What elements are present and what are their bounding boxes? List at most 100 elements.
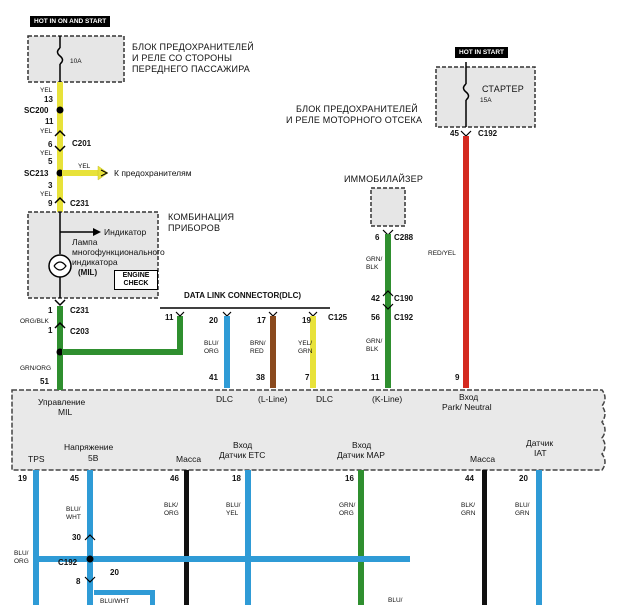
ecm-l-line: (L-Line) xyxy=(258,394,288,404)
wire-blu-wht-2: WHT xyxy=(66,514,81,521)
c192-starter-connector-icon xyxy=(460,130,472,137)
ecm-pin-45: 45 xyxy=(70,474,79,483)
tag-hot-on-start: HOT IN ON AND START xyxy=(30,16,111,27)
passenger-fuse-box xyxy=(27,35,125,83)
pin-6: 6 xyxy=(48,140,53,149)
c231-connector-icon xyxy=(54,196,66,204)
branch-yellow-wire xyxy=(62,170,100,176)
wire-blk-grn-1: BLK/ xyxy=(461,502,476,509)
ecm-voltage-1: Напряжение xyxy=(64,442,114,452)
wire-yel-4: YEL xyxy=(40,191,53,198)
ecm-pin-11: 11 xyxy=(371,373,380,382)
pin-3: 3 xyxy=(48,181,53,190)
ecm-map-input-2: Датчик MAP xyxy=(337,450,385,460)
wire-yel-1: YEL xyxy=(40,87,53,94)
splice-left-green xyxy=(56,348,64,356)
engine-check-badge: ENGINE CHECK xyxy=(114,270,158,290)
left-yellow-wire xyxy=(57,82,63,212)
c203-connector-icon xyxy=(54,321,66,329)
to-fuses-label: К предохранителям xyxy=(114,168,192,178)
lamp-label-3: индикатора xyxy=(72,257,118,267)
starter-wire: RED/YEL xyxy=(428,250,456,257)
c203-label: C203 xyxy=(70,327,90,336)
engine-fuse-icon xyxy=(462,83,470,101)
ecm-pin-46: 46 xyxy=(170,474,179,483)
cluster-label-2: ПРИБОРОВ xyxy=(168,223,221,233)
immobilizer-pin-42: 42 xyxy=(371,294,380,303)
blu-wht-lower-wire xyxy=(94,590,154,595)
lamp-label-2: многофункционального xyxy=(72,247,165,257)
splice-sc213 xyxy=(56,169,64,177)
indicator-label: Индикатор xyxy=(104,227,147,237)
splice-sc200-label: SC200 xyxy=(24,106,49,115)
ecm-iat-1: Датчик xyxy=(526,438,554,448)
splice-c192-bottom xyxy=(86,555,94,563)
ecm-pin-51: 51 xyxy=(40,377,49,386)
immobilizer-wire-2: BLK xyxy=(366,264,379,271)
lamp-label-1: Лампа xyxy=(72,237,98,247)
branch-yel: YEL xyxy=(78,163,91,170)
wire-blu-wht-1: BLU/ xyxy=(66,506,81,513)
ecm-etc-input-1: Вход xyxy=(233,440,253,450)
mil-lamp-filament-icon xyxy=(53,261,67,271)
wire-grn-org-1: GRN/ xyxy=(339,502,356,509)
dlc-blue-wire xyxy=(224,316,230,388)
tps-blue-wire xyxy=(33,470,39,605)
wire-blu-org-1: BLU/ xyxy=(14,550,29,557)
ecm-stub-51 xyxy=(57,380,63,390)
immobilizer-c190: C190 xyxy=(394,294,414,303)
dlc-pin-20: 20 xyxy=(209,316,218,325)
bottom-blu: BLU/ xyxy=(388,597,403,604)
engine-fuse-label-2: И РЕЛЕ МОТОРНОГО ОТСЕКА xyxy=(286,115,423,125)
dlc-wire-brn-red-1: BRN/ xyxy=(250,340,266,347)
starter-c192: C192 xyxy=(478,129,498,138)
dlc-pin-17: 17 xyxy=(257,316,266,325)
ecm-map-input-1: Вход xyxy=(352,440,372,450)
ecm-pin-7: 7 xyxy=(305,373,310,382)
immobilizer-pin-6: 6 xyxy=(375,233,380,242)
engine-check-line-2: CHECK xyxy=(123,280,149,287)
dlc-green-branch-h xyxy=(62,349,182,355)
dlc-pin-icon-11 xyxy=(175,311,185,317)
wire-blu-org-2: ORG xyxy=(14,558,29,565)
dlc-wire-blu-org-1: BLU/ xyxy=(204,340,219,347)
engine-fuse-label-1: БЛОК ПРЕДОХРАНИТЕЛЕЙ xyxy=(296,104,418,114)
indicator-arrow-icon xyxy=(93,228,101,236)
c190-connector-icon xyxy=(382,290,394,310)
cluster-label-1: КОМБИНАЦИЯ xyxy=(168,212,235,222)
wire-grn-org-2: ORG xyxy=(339,510,354,517)
tag-hot-in-start: HOT IN START xyxy=(455,47,509,58)
map-green-wire xyxy=(358,470,364,605)
dlc-pin-19: 19 xyxy=(302,316,311,325)
ecm-ground2: Масса xyxy=(470,454,496,464)
immobilizer-wire-1: GRN/ xyxy=(366,256,383,263)
wire-blu-yel-2: YEL xyxy=(226,510,239,517)
ecm-pin-18: 18 xyxy=(232,474,241,483)
dlc-c125: C125 xyxy=(328,313,348,322)
branch-arrow-icon xyxy=(97,165,109,181)
mil-lamp-icon xyxy=(48,254,72,278)
dlc-pin-icon-20 xyxy=(222,311,232,317)
ecm-voltage-2: 5В xyxy=(88,453,99,463)
c231b-connector-icon xyxy=(54,299,66,307)
vref-blue-wire xyxy=(87,470,93,605)
ground1-black-wire xyxy=(184,470,189,605)
bottom-c192: C192 xyxy=(58,558,78,567)
ecm-mil-ctrl-2: MIL xyxy=(58,407,73,417)
ecm-pin-16: 16 xyxy=(345,474,354,483)
dlc-wire-yel-grn-2: GRN xyxy=(298,348,313,355)
ecm-ground1: Масса xyxy=(176,454,202,464)
pin-9: 9 xyxy=(48,199,53,208)
passenger-fuse-label-2: И РЕЛЕ СО СТОРОНЫ xyxy=(132,53,233,63)
ecm-k-line: (K-Line) xyxy=(372,394,403,404)
starter-red-wire xyxy=(463,136,469,388)
wire-blk-org-2: ORG xyxy=(164,510,179,517)
wire-blk-org-1: BLK/ xyxy=(164,502,179,509)
wire-blu-grn-1: BLU/ xyxy=(515,502,530,509)
bottom-blue-bus xyxy=(90,556,410,562)
c231-top-label: C231 xyxy=(70,199,90,208)
wire-grn-org: GRN/ORG xyxy=(20,365,52,372)
pin8-connector-icon xyxy=(84,576,96,583)
wire-org-blk: ORG/BLK xyxy=(20,318,49,325)
bottom-pin-30: 30 xyxy=(72,533,81,542)
